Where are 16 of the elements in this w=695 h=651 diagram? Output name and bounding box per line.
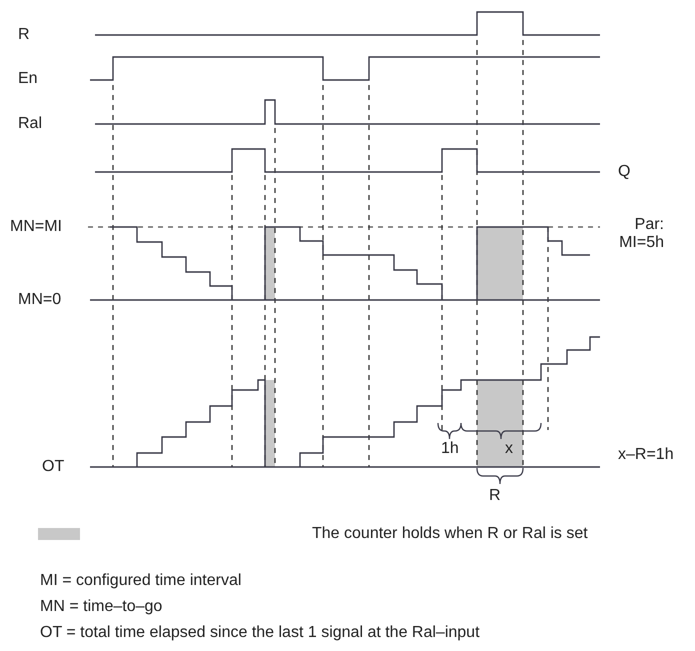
signal-label: R — [18, 26, 30, 44]
definition-note: MI = configured time interval — [40, 572, 242, 590]
signal-label: OT — [42, 458, 64, 476]
definition-note: OT = total time elapsed since the last 1 signal at the Ral–input — [40, 624, 480, 642]
signal-label: En — [18, 70, 38, 88]
interval-label: x — [505, 440, 513, 458]
parameter-note: Par: MI=5h — [618, 216, 664, 252]
interval-label: R — [489, 487, 501, 505]
signal-label: MN=MI — [10, 218, 62, 236]
legend-text: The counter holds when R or Ral is set — [312, 525, 588, 543]
signal-label: Ral — [18, 115, 42, 133]
signal-label: MN=0 — [18, 291, 62, 309]
interval-label: 1h — [441, 440, 459, 458]
definition-note: MN = time–to–go — [40, 598, 162, 616]
interval-label: x–R=1h — [618, 446, 674, 464]
signal-label: Q — [618, 163, 630, 181]
